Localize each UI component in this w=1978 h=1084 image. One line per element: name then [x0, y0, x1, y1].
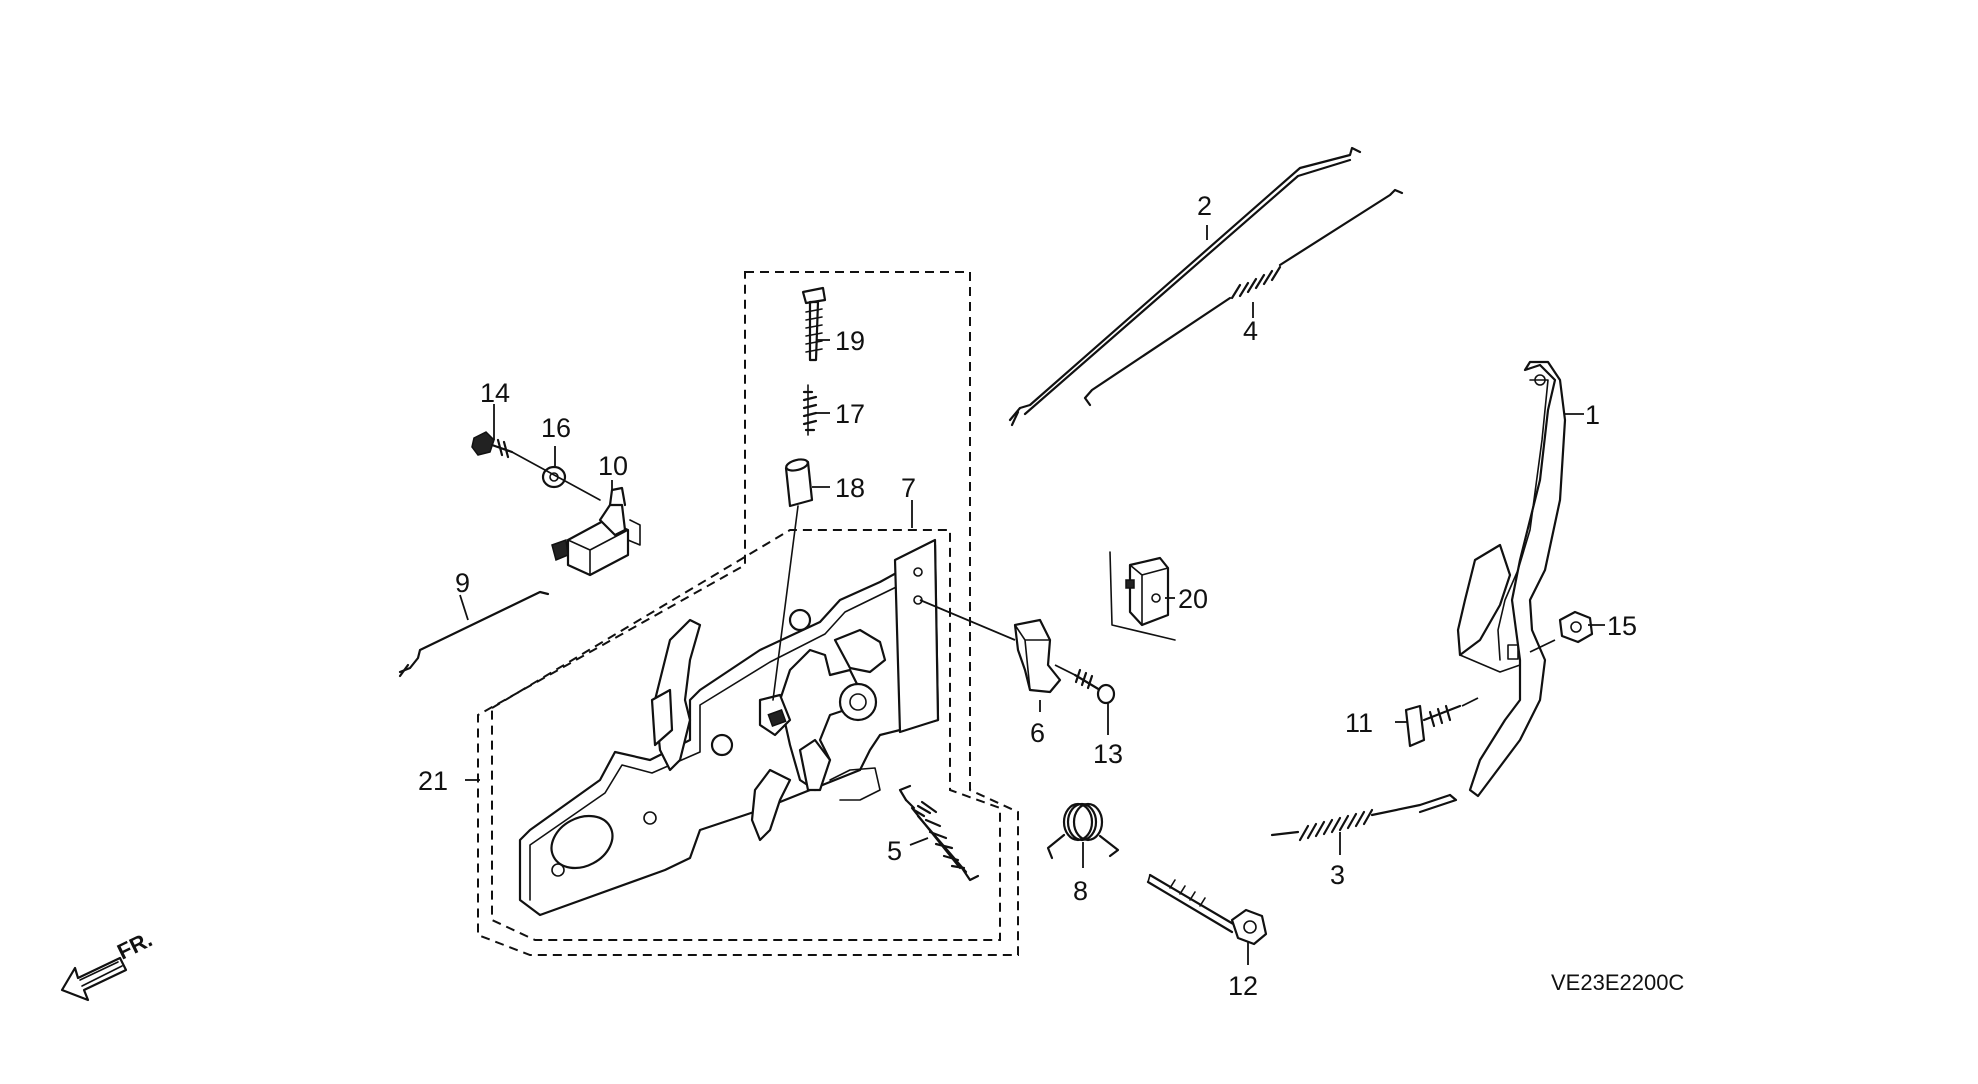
callout-7: 7: [901, 473, 916, 503]
callout-14: 14: [480, 378, 510, 408]
spring-8: [1046, 802, 1120, 860]
spring-17: [802, 384, 818, 436]
control-base-plate: [518, 538, 940, 917]
bolt-12: [1146, 873, 1268, 946]
callout-13: 13: [1093, 739, 1123, 769]
callout-4: 4: [1243, 316, 1258, 346]
callout-9: 9: [455, 568, 470, 598]
switch-10: [551, 486, 641, 577]
callout-2: 2: [1197, 191, 1212, 221]
callout-20: 20: [1178, 584, 1208, 614]
callout-10: 10: [598, 451, 628, 481]
leader-lines: [459, 225, 1605, 965]
nut-15: [1529, 610, 1594, 653]
diagram-code: VE23E2200C: [1551, 970, 1684, 995]
callout-19: 19: [835, 326, 865, 356]
bolt-11: [1404, 697, 1479, 748]
callout-5: 5: [887, 836, 902, 866]
rod-9: [398, 590, 550, 678]
callout-21: 21: [418, 766, 448, 796]
callout-16: 16: [541, 413, 571, 443]
rod-4: [1083, 188, 1404, 407]
callout-3: 3: [1330, 860, 1345, 890]
callout-11: 11: [1345, 708, 1373, 738]
screw-19: [801, 286, 827, 362]
spring-5: [898, 784, 980, 882]
callout-6: 6: [1030, 718, 1045, 748]
assembly-21-outline: [477, 271, 1019, 956]
clip-20: [1109, 551, 1176, 641]
front-direction-arrow: FR.: [60, 926, 156, 1002]
callout-17: 17: [835, 399, 865, 429]
control-lever-1: [1456, 360, 1567, 798]
callout-12: 12: [1228, 971, 1258, 1001]
washer-16: [511, 451, 601, 501]
rod-2: [1008, 146, 1362, 427]
callout-18: 18: [835, 473, 865, 503]
bolt-14: [471, 431, 514, 459]
collar-18: [772, 458, 814, 701]
spring-3: [1270, 793, 1458, 842]
bracket-6: [919, 599, 1062, 694]
callout-8: 8: [1073, 876, 1088, 906]
screw-13: [1054, 664, 1116, 705]
callout-15: 15: [1607, 611, 1637, 641]
callout-1: 1: [1585, 400, 1600, 430]
assembly-7-outline: [491, 529, 1001, 941]
